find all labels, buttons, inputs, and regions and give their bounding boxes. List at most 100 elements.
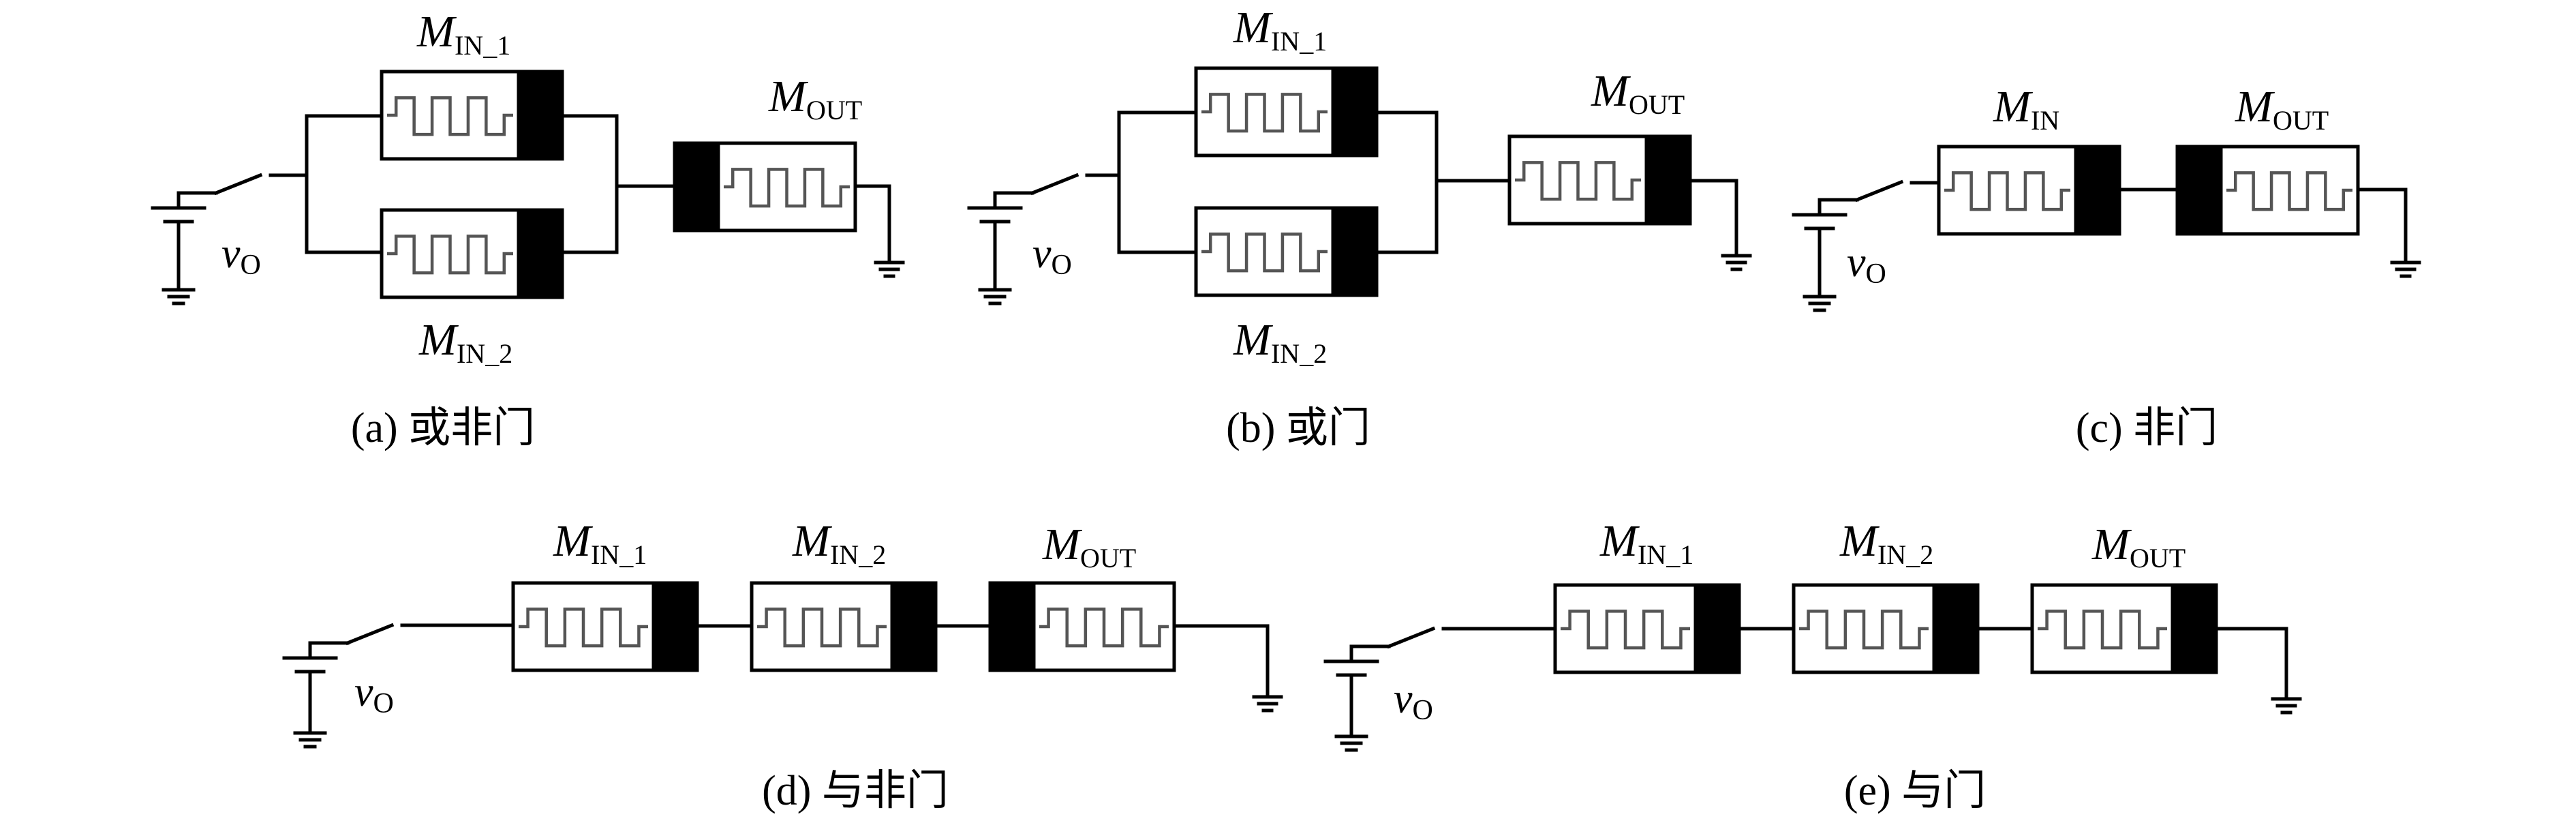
memristor-symbol: M <box>1599 516 1640 566</box>
memristor-subscript: IN_1 <box>455 30 510 61</box>
source-voltage-subscript: O <box>1052 250 1072 281</box>
memristor-a-in-2 <box>380 208 564 299</box>
memristor-symbol: M <box>2235 82 2275 132</box>
switch-blade <box>213 173 263 196</box>
memristor-polarity-bar <box>2074 145 2121 236</box>
caption-d: (d) 与非门 <box>762 768 949 814</box>
memristor-d-in-1 <box>511 581 699 672</box>
memristor-polarity-bar <box>1331 66 1379 158</box>
memristor-symbol: M <box>768 72 809 121</box>
label-a-in-2: MIN_2 <box>418 315 512 369</box>
source-voltage-label: vO <box>1032 230 1072 281</box>
memristor-subscript: IN_1 <box>1638 539 1693 570</box>
memristor-waveform <box>757 608 887 648</box>
label-a-in-1: MIN_1 <box>416 7 510 61</box>
memristor-waveform <box>387 235 513 275</box>
memristor-polarity-bar <box>2171 583 2218 674</box>
memristor-e-in-1 <box>1553 583 1741 674</box>
source-voltage-label: vO <box>1847 239 1886 290</box>
source-c <box>1792 179 1904 312</box>
memristor-waveform <box>2226 171 2352 211</box>
source-voltage-subscript: O <box>241 250 261 281</box>
memristor-polarity-bar <box>517 70 564 161</box>
caption-e: (e) 与门 <box>1844 768 1986 814</box>
source-voltage-label: vO <box>221 230 261 281</box>
memristor-d-in-2 <box>750 581 938 672</box>
label-d-in-1: MIN_1 <box>553 516 647 570</box>
memristor-waveform <box>1799 610 1929 650</box>
memristor-symbol: M <box>553 516 594 566</box>
memristor-a-out <box>673 141 857 233</box>
caption-a: (a) 或非门 <box>351 405 535 451</box>
source-voltage-subscript: O <box>373 688 394 719</box>
switch-blade <box>1854 179 1904 203</box>
source-d <box>282 623 395 749</box>
memristor-polarity-bar <box>988 581 1036 672</box>
memristor-subscript: IN_2 <box>1877 539 1933 570</box>
memristor-b-in-2 <box>1194 206 1379 297</box>
memristor-waveform <box>519 608 648 648</box>
memristor-b-in-1 <box>1194 66 1379 158</box>
label-e-in-2: MIN_2 <box>1839 516 1933 570</box>
label-c-in: MIN <box>1993 82 2059 136</box>
ground-b <box>1721 254 1752 271</box>
memristor-polarity-bar <box>673 141 720 233</box>
switch-blade <box>345 623 395 646</box>
memristor-symbol: M <box>1839 516 1880 566</box>
memristor-waveform <box>2038 610 2167 650</box>
switch-blade <box>1030 173 1079 196</box>
memristor-polarity-bar <box>1693 583 1741 674</box>
source-voltage-symbol: v <box>1394 676 1413 722</box>
memristor-waveform <box>1561 610 1690 650</box>
memristor-waveform <box>1515 161 1641 201</box>
source-voltage-subscript: O <box>1413 695 1433 726</box>
memristor-a-in-1 <box>380 70 564 161</box>
source-b <box>967 173 1079 305</box>
memristor-subscript: OUT <box>1629 89 1685 120</box>
memristor-subscript: IN_2 <box>830 539 886 570</box>
memristor-symbol: M <box>792 516 833 566</box>
label-d-out: MOUT <box>1042 520 1136 573</box>
caption-c: (c) 非门 <box>2076 405 2218 451</box>
ground-c <box>2390 260 2421 278</box>
memristor-symbol: M <box>1233 3 1274 53</box>
memristor-symbol: M <box>2091 520 2132 569</box>
memristor-waveform <box>1201 93 1328 133</box>
memristor-b-out <box>1507 134 1692 226</box>
memristor-polarity-bar <box>1644 134 1692 226</box>
memristor-subscript: IN_1 <box>1271 26 1327 57</box>
wires-layer <box>269 110 2421 715</box>
label-a-out: MOUT <box>768 72 862 125</box>
memristor-subscript: IN_1 <box>591 539 647 570</box>
source-e <box>1323 626 1436 752</box>
memristor-subscript: OUT <box>2273 105 2329 136</box>
memristor-subscript: IN <box>2031 105 2059 136</box>
memristor-d-out <box>988 581 1176 672</box>
label-c-out: MOUT <box>2235 82 2329 136</box>
memristor-subscript: IN_2 <box>457 338 512 369</box>
memristor-waveform <box>1039 608 1169 648</box>
memristor-symbol: M <box>1993 82 2034 132</box>
memristor-waveform <box>1201 233 1328 273</box>
memristor-symbol: M <box>1591 66 1631 116</box>
memristor-polarity-bar <box>1932 583 1980 674</box>
label-b-in-2: MIN_2 <box>1233 315 1327 369</box>
memristor-waveform <box>724 168 850 208</box>
memristor-symbol: M <box>1042 520 1083 569</box>
label-d-in-2: MIN_2 <box>792 516 886 570</box>
memristor-polarity-bar <box>890 581 938 672</box>
memristor-c-in <box>1937 145 2121 236</box>
source-voltage-label: vO <box>1394 676 1433 726</box>
label-e-in-1: MIN_1 <box>1599 516 1693 570</box>
label-b-in-1: MIN_1 <box>1233 3 1327 57</box>
source-a <box>151 173 263 305</box>
source-voltage-subscript: O <box>1866 258 1886 290</box>
memristor-symbol: M <box>1233 315 1274 365</box>
memristor-symbol: M <box>416 7 457 57</box>
source-voltage-symbol: v <box>221 230 241 277</box>
memristor-e-in-2 <box>1792 583 1980 674</box>
memristor-polarity-bar <box>651 581 699 672</box>
memristor-subscript: OUT <box>1080 543 1136 573</box>
memristor-symbol: M <box>418 315 459 365</box>
